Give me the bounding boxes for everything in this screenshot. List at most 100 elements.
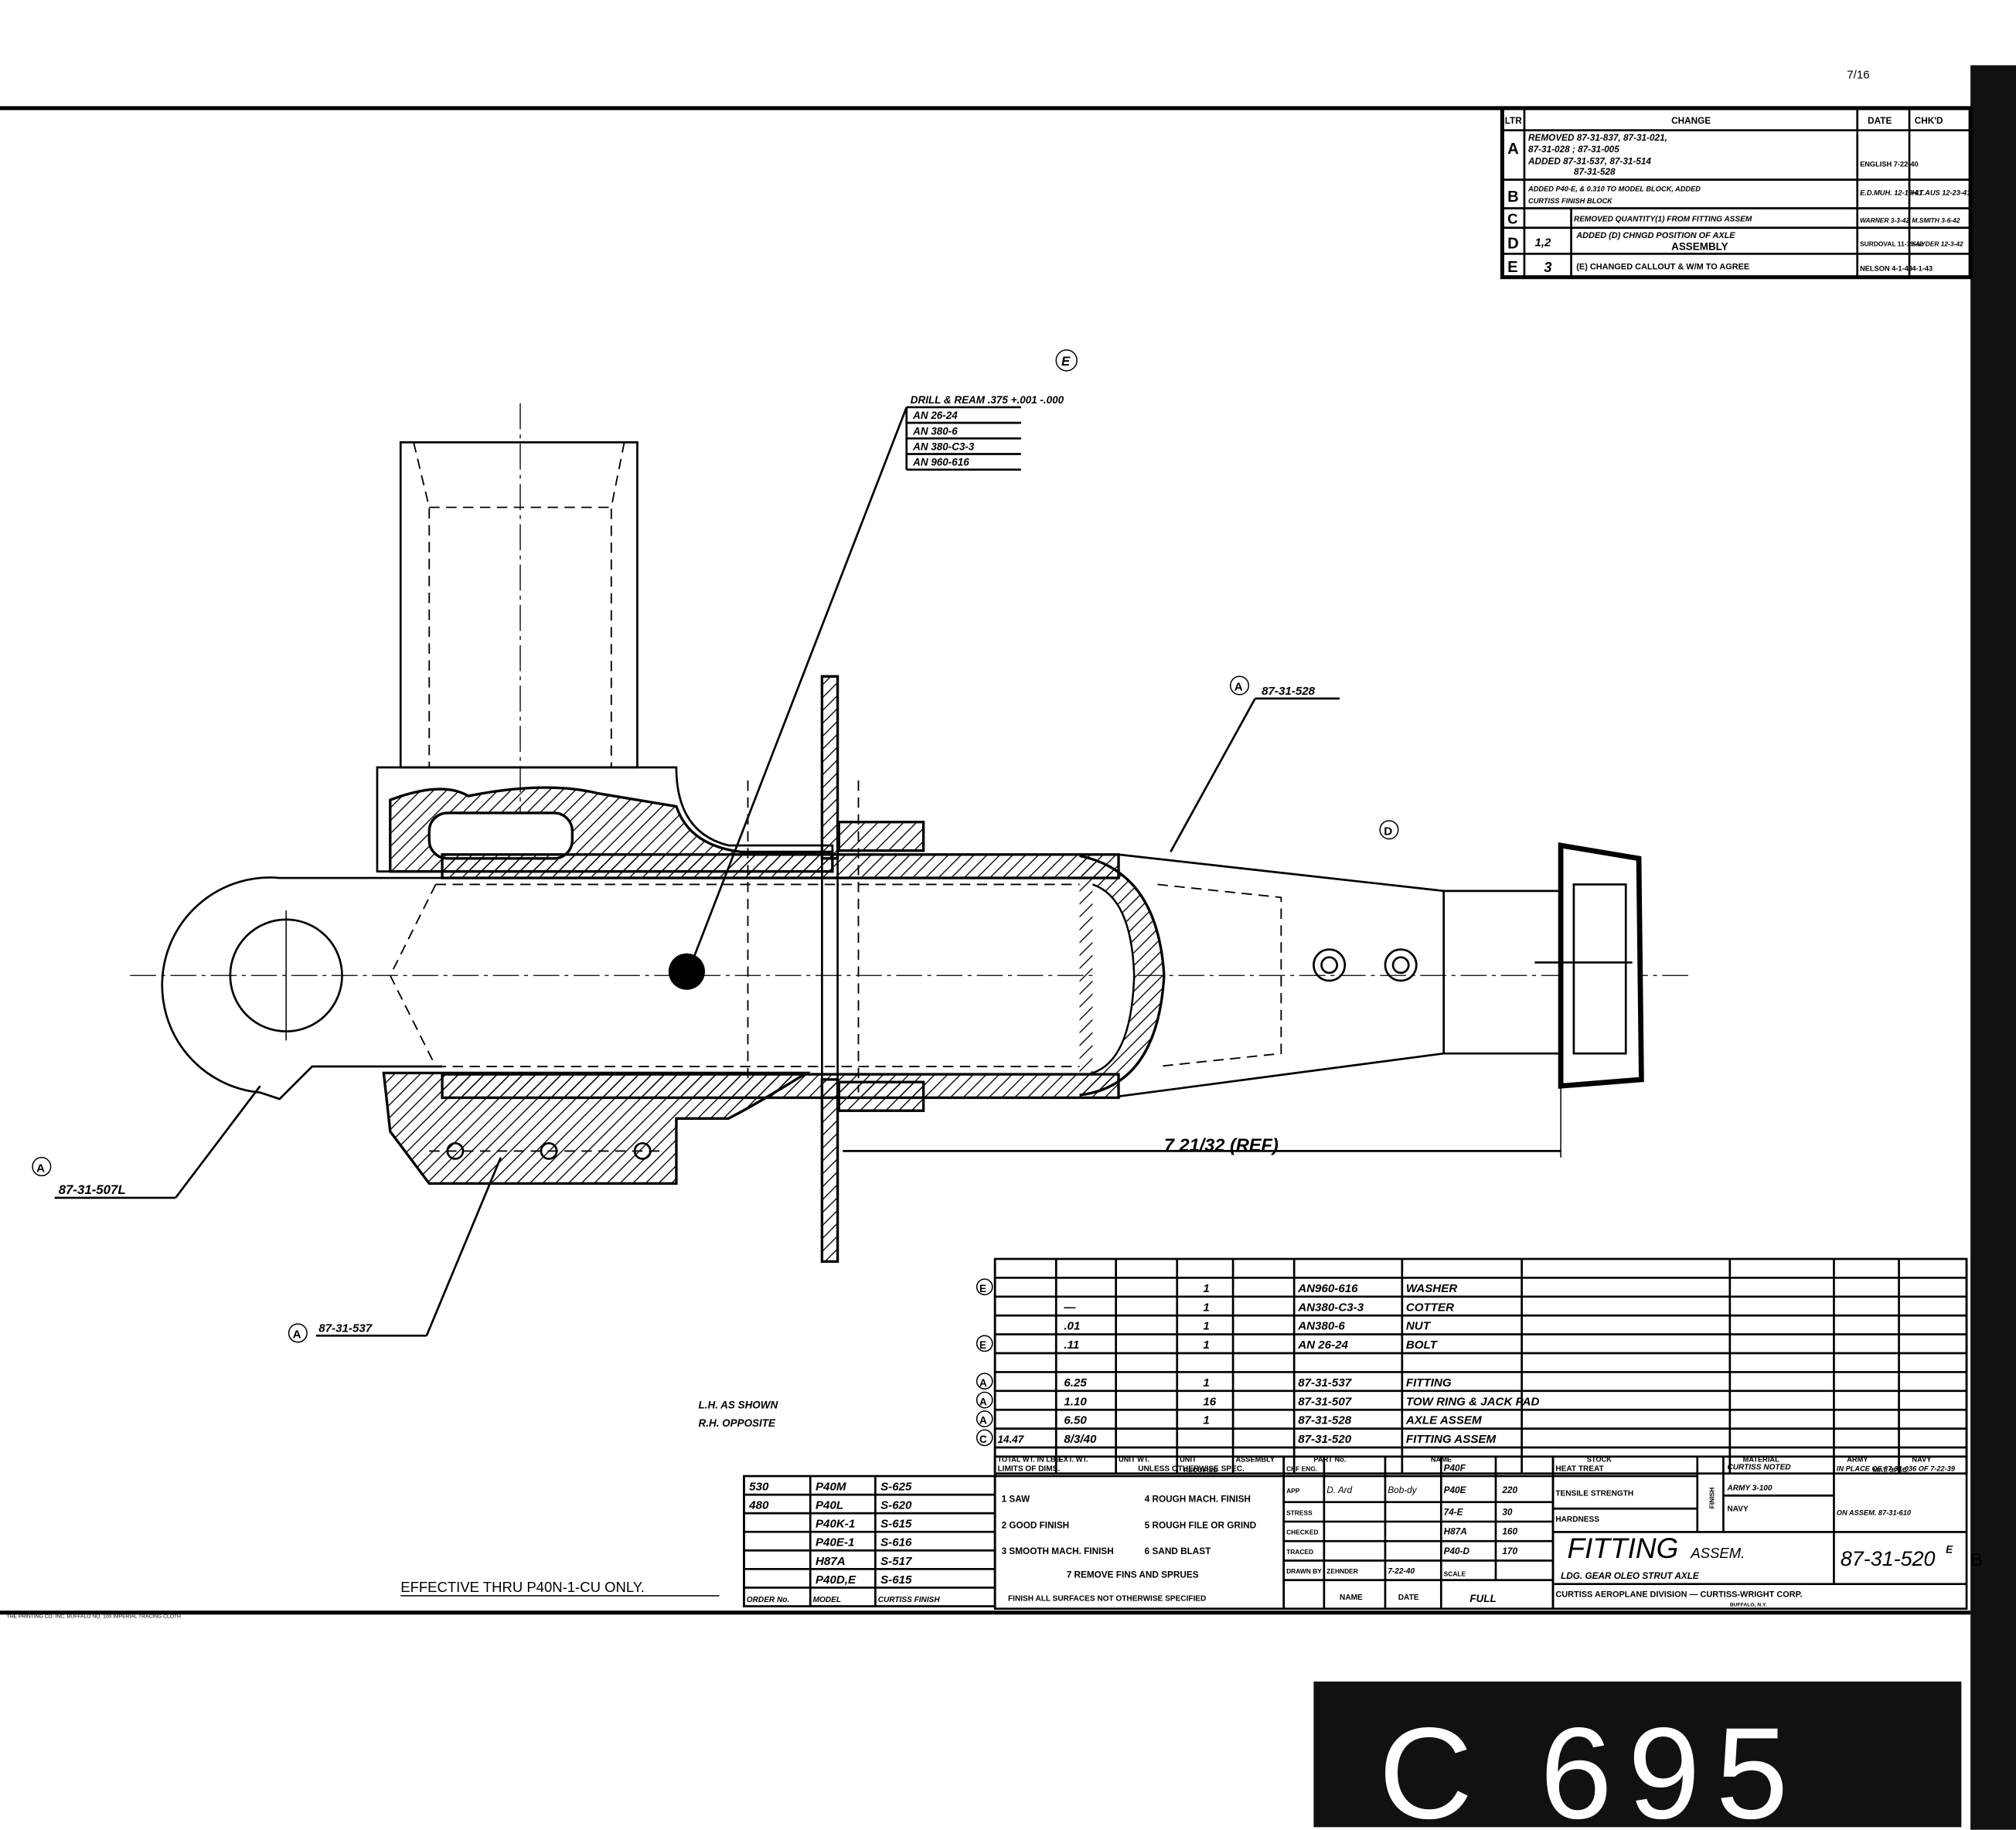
svg-text:D: D — [1507, 236, 1519, 253]
axle-callout: 87-31-528 — [1262, 685, 1316, 698]
parts-list-header: NAVY — [1912, 1456, 1932, 1464]
axle-nut — [1558, 842, 1644, 1089]
svg-text:2 GOOD FINISH: 2 GOOD FINISH — [1002, 1520, 1070, 1530]
svg-text:3 SMOOTH MACH. FINISH: 3 SMOOTH MACH. FINISH — [1002, 1546, 1114, 1556]
svg-text:ARMY 3-100: ARMY 3-100 — [1726, 1485, 1772, 1493]
rev-e-marker: E — [1061, 354, 1071, 369]
corner-mark: 7/16 — [1847, 68, 1869, 81]
svg-text:P40-D: P40-D — [1444, 1546, 1470, 1556]
svg-text:CURTISS FINISH: CURTISS FINISH — [878, 1596, 941, 1604]
svg-text:E: E — [979, 1339, 986, 1351]
svg-text:TOW RING & JACK PAD: TOW RING & JACK PAD — [1406, 1395, 1540, 1408]
svg-text:AN 380-C3-3: AN 380-C3-3 — [912, 440, 975, 452]
svg-text:HEAT TREAT: HEAT TREAT — [1555, 1464, 1604, 1473]
svg-text:STRESS: STRESS — [1286, 1509, 1313, 1517]
svg-text:NAME: NAME — [1340, 1594, 1363, 1602]
svg-text:A: A — [1507, 141, 1519, 158]
svg-text:S-517: S-517 — [880, 1555, 912, 1568]
svg-text:A: A — [979, 1415, 987, 1427]
svg-text:S-615: S-615 — [880, 1518, 912, 1531]
svg-text:UNLESS OTHERWISE SPEC.: UNLESS OTHERWISE SPEC. — [1138, 1464, 1245, 1473]
svg-text:5 ROUGH FILE OR GRIND: 5 ROUGH FILE OR GRIND — [1145, 1520, 1256, 1530]
svg-text:CHANGE: CHANGE — [1671, 116, 1711, 126]
parts-list-header: UNIT — [1180, 1456, 1197, 1464]
svg-text:DATE: DATE — [1868, 116, 1892, 126]
svg-text:1: 1 — [1203, 1301, 1209, 1314]
svg-text:7-22-40: 7-22-40 — [1388, 1567, 1415, 1576]
svg-text:87-31-528: 87-31-528 — [1574, 167, 1616, 177]
parts-list-header: TOTAL WT. IN LBS. — [998, 1456, 1063, 1464]
svg-text:A: A — [36, 1162, 45, 1175]
svg-text:WASHER: WASHER — [1406, 1282, 1457, 1295]
drawing-subtitle: LDG. GEAR OLEO STRUT AXLE — [1561, 1571, 1700, 1581]
svg-text:E: E — [1507, 259, 1517, 276]
svg-text:P40M: P40M — [816, 1481, 846, 1494]
svg-text:FULL: FULL — [1469, 1593, 1496, 1604]
svg-text:REMOVED QUANTITY(1) FROM FITTI: REMOVED QUANTITY(1) FROM FITTING ASSEM — [1574, 215, 1752, 223]
svg-text:87-31-507: 87-31-507 — [1298, 1395, 1352, 1408]
svg-text:AN960-616: AN960-616 — [1297, 1282, 1358, 1295]
parts-list-header: ASSEMBLY — [1235, 1456, 1275, 1464]
svg-text:ADDED 87-31-537, 87-31-514: ADDED 87-31-537, 87-31-514 — [1527, 156, 1651, 166]
svg-text:16: 16 — [1203, 1395, 1216, 1408]
callouts: E DRILL & REAM .375 +.001 -.000 AN 26-24… — [6, 349, 1399, 1619]
svg-text:FINISH: FINISH — [1708, 1488, 1716, 1509]
svg-text:S-615: S-615 — [880, 1573, 912, 1587]
svg-text:SNYDER 12-3-42: SNYDER 12-3-42 — [1912, 240, 1963, 247]
zone-d-marker: D — [1384, 825, 1392, 838]
svg-text:30: 30 — [1502, 1508, 1513, 1518]
svg-text:4-1-43: 4-1-43 — [1912, 264, 1933, 272]
svg-text:LIMITS OF DIMS.: LIMITS OF DIMS. — [998, 1464, 1061, 1473]
svg-text:P40E: P40E — [1444, 1485, 1467, 1495]
sheet-edge-shadow — [1970, 65, 2016, 1830]
svg-text:ORDER No.: ORDER No. — [747, 1596, 789, 1604]
svg-text:CURTISS FINISH BLOCK: CURTISS FINISH BLOCK — [1528, 197, 1613, 205]
svg-text:SCALE: SCALE — [1444, 1570, 1466, 1578]
fitting-upper — [376, 766, 834, 872]
svg-text:1,2: 1,2 — [1534, 236, 1551, 249]
svg-text:P40L: P40L — [816, 1499, 843, 1512]
svg-text:CHECKED: CHECKED — [1286, 1529, 1319, 1536]
parts-list-header: ARMY — [1847, 1456, 1868, 1464]
svg-text:1: 1 — [1203, 1414, 1209, 1427]
svg-text:DATE: DATE — [1398, 1594, 1419, 1602]
drill-note: DRILL & REAM .375 +.001 -.000 — [911, 394, 1064, 406]
svg-text:A: A — [979, 1377, 987, 1389]
svg-text:B: B — [1970, 1549, 1983, 1570]
svg-text:(E) CHANGED CALLOUT & W/M TO A: (E) CHANGED CALLOUT & W/M TO AGREE — [1576, 263, 1749, 272]
svg-text:AN 26-24: AN 26-24 — [1297, 1338, 1348, 1352]
svg-text:P40E-1: P40E-1 — [816, 1536, 854, 1549]
svg-text:CHF ENG.: CHF ENG. — [1286, 1464, 1317, 1472]
title-block: HEAT TREAT TENSILE STRENGTH HARDNESS FIN… — [1551, 1455, 1983, 1611]
svg-text:S-620: S-620 — [880, 1499, 912, 1512]
drawing-number: 87-31-520 — [1841, 1547, 1936, 1570]
fitting-lower — [382, 1071, 812, 1185]
svg-text:SURDOVAL 11-19-42: SURDOVAL 11-19-42 — [1860, 240, 1923, 247]
svg-text:M.SMITH 3-6-42: M.SMITH 3-6-42 — [1912, 216, 1960, 224]
svg-text:ON ASSEM. 87-31-610: ON ASSEM. 87-31-610 — [1837, 1509, 1912, 1517]
svg-text:ZEHNDER: ZEHNDER — [1326, 1567, 1358, 1575]
svg-text:D. Ard: D. Ard — [1326, 1485, 1352, 1495]
svg-text:MAT. SPEC.: MAT. SPEC. — [1873, 1466, 1909, 1474]
svg-text:E: E — [1946, 1543, 1953, 1555]
svg-text:B: B — [1507, 189, 1519, 206]
svg-text:87-31-028 ; 87-31-005: 87-31-028 ; 87-31-005 — [1528, 145, 1619, 155]
parts-list-header: UNIT WT. — [1119, 1456, 1149, 1464]
svg-text:TENSILE STRENGTH: TENSILE STRENGTH — [1555, 1489, 1633, 1498]
revision-table: LTR CHANGE DATE CHK'D A REMOVED 87-31-83… — [1500, 106, 1973, 280]
svg-text:8/3/40: 8/3/40 — [1064, 1433, 1097, 1446]
axle-tube-top — [441, 853, 1120, 879]
svg-text:ASSEMBLY: ASSEMBLY — [1671, 240, 1728, 252]
svg-text:FITTING: FITTING — [1406, 1376, 1452, 1390]
company-name: CURTISS AEROPLANE DIVISION — CURTISS-WRI… — [1555, 1590, 1802, 1600]
svg-text:BOLT: BOLT — [1406, 1338, 1439, 1352]
svg-text:NAVY: NAVY — [1727, 1505, 1749, 1513]
